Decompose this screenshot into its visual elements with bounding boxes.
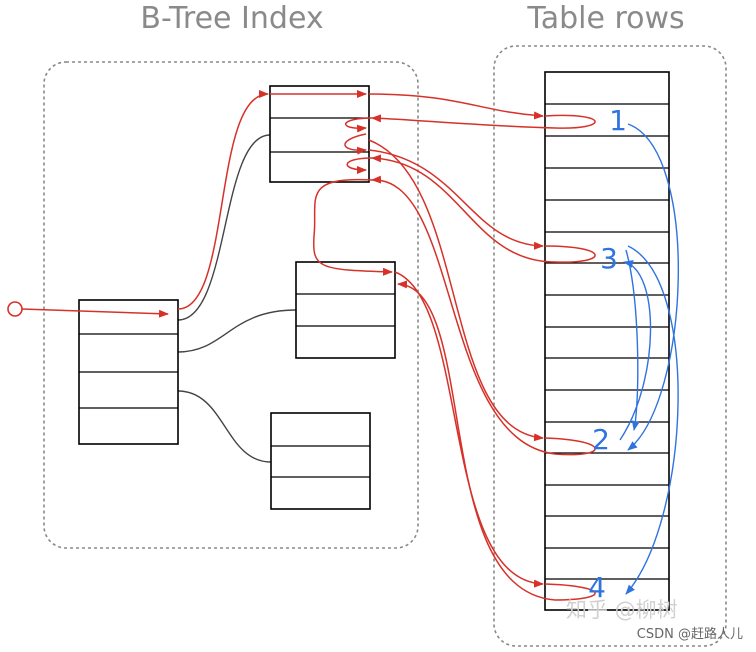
row-marker-3: 3: [600, 242, 618, 275]
index-scan-path: [7, 90, 596, 601]
leaf-node-b: [295, 261, 396, 359]
scan-start-icon: [7, 301, 23, 317]
table-region: [493, 45, 727, 647]
row-marker-4: 4: [588, 571, 606, 604]
index-title: B-Tree Index: [140, 1, 323, 36]
row-marker-1: 1: [609, 104, 627, 137]
index-region: [43, 61, 419, 549]
watermark-csdn: CSDN @赶路人儿: [637, 626, 743, 642]
leaf-node-a: [269, 85, 370, 183]
row-marker-2: 2: [592, 423, 610, 456]
leaf-node-c: [270, 412, 371, 510]
table-rows: [544, 71, 670, 611]
root-node: [78, 299, 179, 445]
tree-links: [177, 134, 297, 463]
row-order-path: [619, 123, 680, 595]
table-title: Table rows: [526, 1, 684, 36]
row-dividers: [545, 103, 669, 580]
watermark-zhihu: 知乎 @柳树: [566, 598, 678, 622]
